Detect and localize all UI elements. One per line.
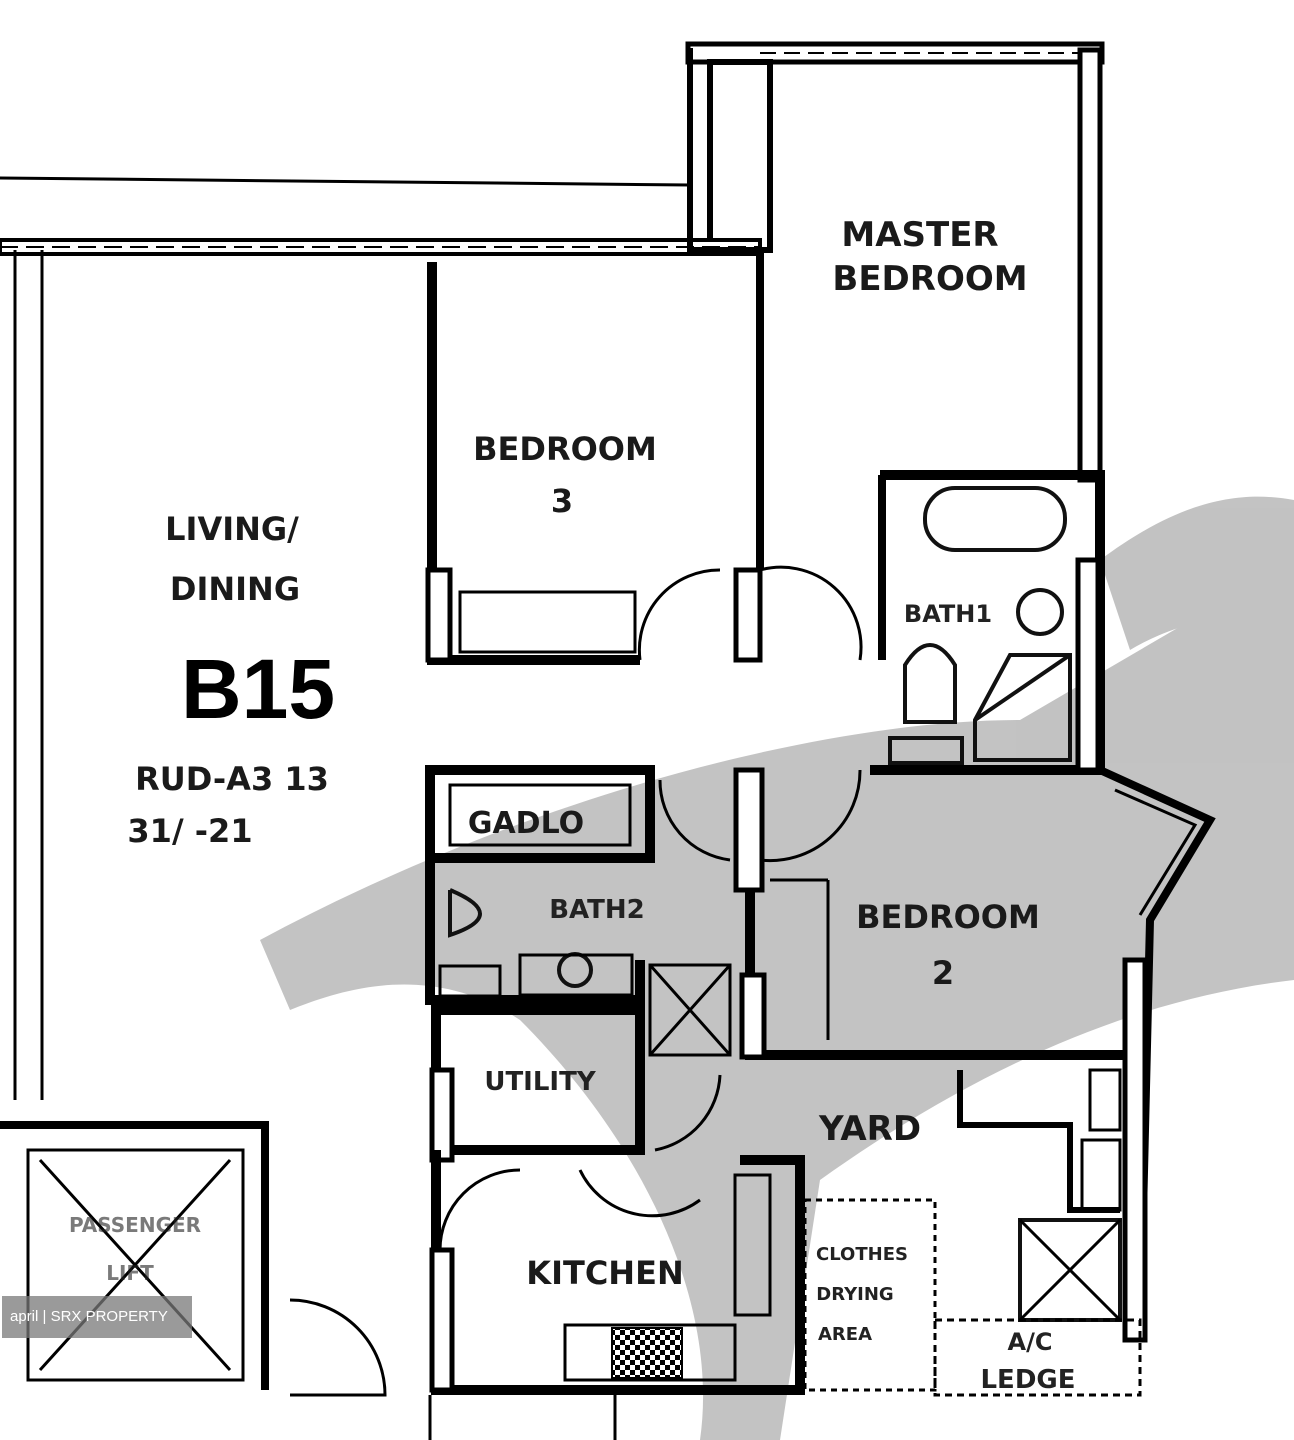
- unit-code: B15: [181, 642, 335, 736]
- ac-ledge-label-2: LEDGE: [980, 1365, 1075, 1395]
- ref-line-1: RUD-A3 13: [135, 760, 329, 798]
- ref-line-2: 31/ -21: [127, 812, 252, 850]
- living-label-1: LIVING/: [165, 510, 299, 548]
- walls: [0, 41, 1216, 1440]
- ac-ledge-label-1: A/C: [1008, 1328, 1053, 1356]
- clothes-drying-label-3: AREA: [818, 1324, 872, 1345]
- utility-label: UTILITY: [484, 1067, 596, 1097]
- watermark-label: april | SRX PROPERTY: [2, 1296, 192, 1338]
- kitchen-label: KITCHEN: [526, 1254, 683, 1292]
- yard-label: YARD: [818, 1109, 921, 1149]
- bath2-label: BATH2: [549, 895, 645, 925]
- bedroom2-label-1: BEDROOM: [856, 898, 1040, 936]
- garage-store-label: GADLO: [468, 806, 584, 841]
- master-bedroom-label-2: BEDROOM: [832, 259, 1027, 299]
- clothes-drying-label-2: DRYING: [816, 1284, 893, 1305]
- lift-label-2: LIFT: [106, 1261, 154, 1285]
- bedroom3-label-1: BEDROOM: [473, 430, 657, 468]
- clothes-drying-label-1: CLOTHES: [816, 1244, 908, 1265]
- lift-label-1: PASSENGER: [69, 1213, 201, 1237]
- bedroom3-label-2: 3: [551, 482, 573, 520]
- master-bedroom-label-1: MASTER: [841, 215, 998, 255]
- bedroom2-label-2: 2: [932, 954, 954, 992]
- watermark-band: [260, 496, 1294, 1440]
- bath1-label: BATH1: [904, 600, 992, 628]
- living-label-2: DINING: [170, 570, 300, 608]
- room-labels: MASTER BEDROOM BEDROOM 3 LIVING/ DINING …: [69, 215, 1076, 1395]
